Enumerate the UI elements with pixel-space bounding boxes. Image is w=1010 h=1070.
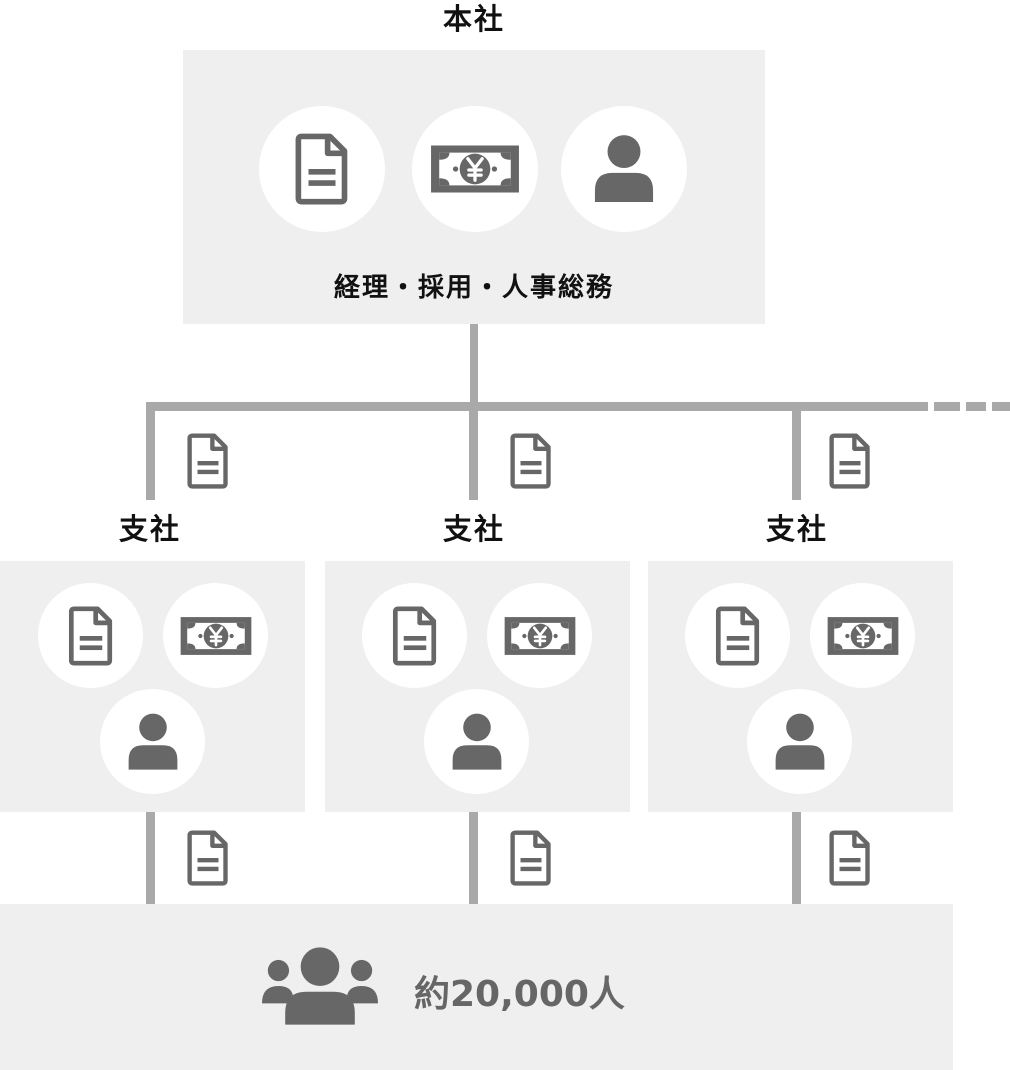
branch-panel (648, 561, 953, 812)
branch-person-circle (747, 689, 852, 794)
employee-count-label: 約20,000人 (414, 974, 625, 1015)
branch-money-circle (810, 583, 915, 688)
document-icon (392, 606, 438, 666)
branch-drop-line (146, 402, 155, 500)
employee-drop-line (792, 812, 801, 904)
person-icon (451, 712, 503, 772)
hq-person-circle (561, 106, 687, 232)
branch-document-circle (685, 583, 790, 688)
headquarters-title: 本社 (442, 2, 505, 36)
branch-person-circle (424, 689, 529, 794)
document-icon (829, 432, 871, 490)
branch-title: 支社 (442, 512, 505, 546)
branch-drop-line (469, 402, 478, 500)
document-icon (510, 829, 552, 887)
branch-money-circle (163, 583, 268, 688)
employees-panel: 約20,000人 (0, 904, 953, 1070)
document-icon (187, 829, 229, 887)
document-icon (187, 432, 229, 490)
yen-banknote-icon (503, 615, 577, 657)
yen-banknote-icon (429, 143, 521, 195)
branch-document-circle (38, 583, 143, 688)
person-icon (774, 712, 826, 772)
people-group-icon (262, 944, 378, 1028)
branch-title: 支社 (765, 512, 828, 546)
bus-continuation-dash (992, 402, 1010, 411)
hq-document-circle (259, 106, 385, 232)
branch-title: 支社 (118, 512, 181, 546)
yen-banknote-icon (179, 615, 253, 657)
hq-money-circle (412, 106, 538, 232)
document-icon (68, 606, 114, 666)
branch-person-circle (100, 689, 205, 794)
document-icon (715, 606, 761, 666)
yen-banknote-icon (826, 615, 900, 657)
hq-trunk-line (470, 324, 478, 408)
document-icon (294, 133, 350, 205)
document-icon (510, 432, 552, 490)
branch-bus-line (146, 402, 928, 411)
employee-drop-line (146, 812, 155, 904)
branch-money-circle (487, 583, 592, 688)
bus-continuation-dash (966, 402, 986, 411)
person-icon (593, 133, 655, 205)
branch-panel (0, 561, 305, 812)
headquarters-functions-label: 経理・採用・人事総務 (333, 273, 614, 303)
branch-drop-line (792, 402, 801, 500)
bus-continuation-dash (934, 402, 960, 411)
headquarters-panel: 経理・採用・人事総務 (183, 50, 765, 324)
branch-document-circle (362, 583, 467, 688)
employee-drop-line (469, 812, 478, 904)
person-icon (127, 712, 179, 772)
branch-panel (325, 561, 630, 812)
document-icon (829, 829, 871, 887)
